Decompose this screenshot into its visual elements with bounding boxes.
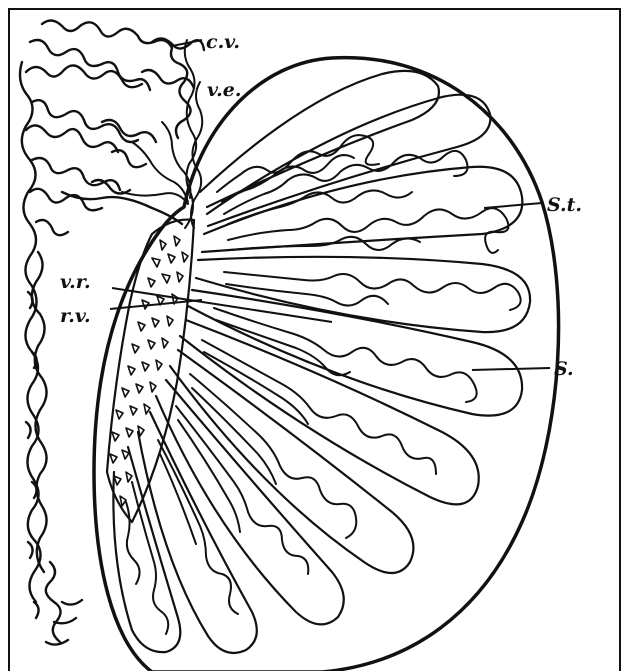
label-st: S.t.	[547, 194, 582, 216]
label-cv: c.v.	[206, 31, 240, 53]
label-s: S.	[554, 358, 574, 380]
leader-st	[484, 203, 542, 208]
figure-frame: c.v. v.e. S.t. v.r. r.v. S.	[8, 8, 621, 671]
label-ve: v.e.	[207, 79, 241, 101]
testis-diagram: c.v. v.e. S.t. v.r. r.v. S.	[10, 10, 621, 671]
leader-s	[472, 368, 550, 370]
label-rv: r.v.	[60, 305, 91, 327]
label-vr: v.r.	[60, 271, 91, 293]
labels: c.v. v.e. S.t. v.r. r.v. S.	[60, 31, 582, 380]
testis-outline	[94, 58, 559, 671]
